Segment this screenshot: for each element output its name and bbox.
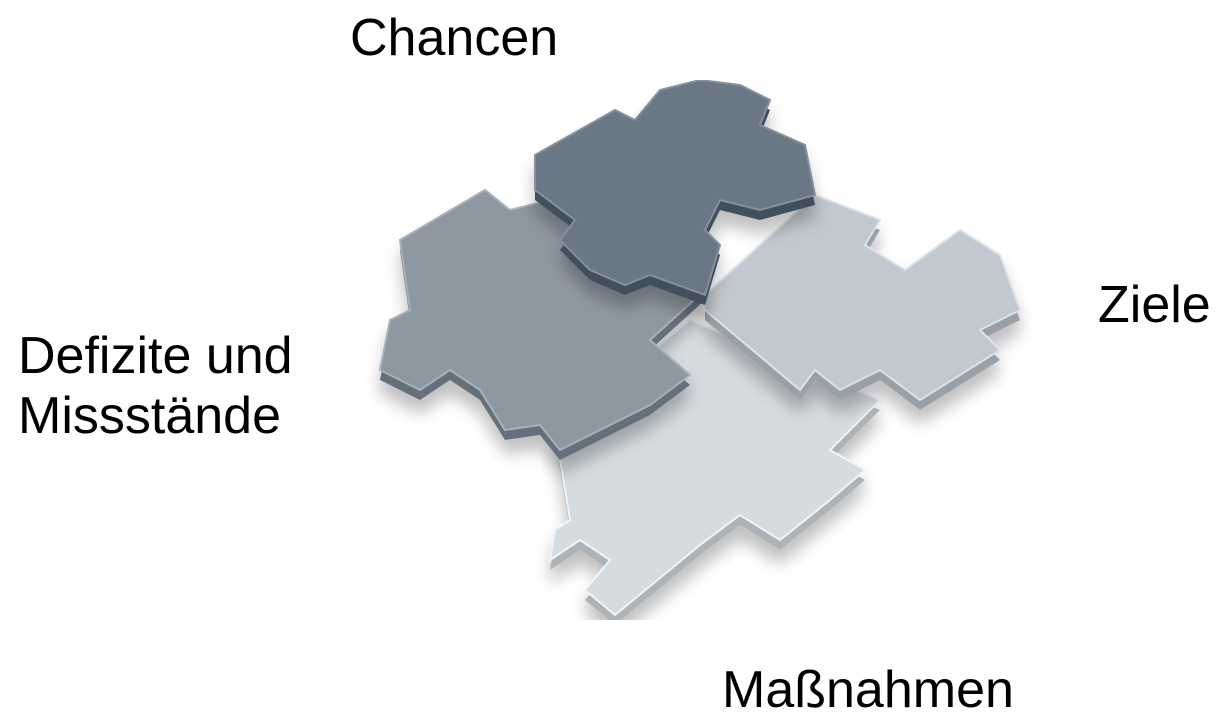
label-defizite-und-missstaende: Defizite und Missstände xyxy=(18,326,293,446)
puzzle-image xyxy=(360,80,1040,620)
label-ziele: Ziele xyxy=(1098,275,1211,335)
label-massnahmen: Maßnahmen xyxy=(722,660,1014,720)
label-chancen: Chancen xyxy=(350,8,558,68)
label-defizite-line-1: Defizite und xyxy=(18,326,293,386)
label-defizite-line-2: Missstände xyxy=(18,386,293,446)
